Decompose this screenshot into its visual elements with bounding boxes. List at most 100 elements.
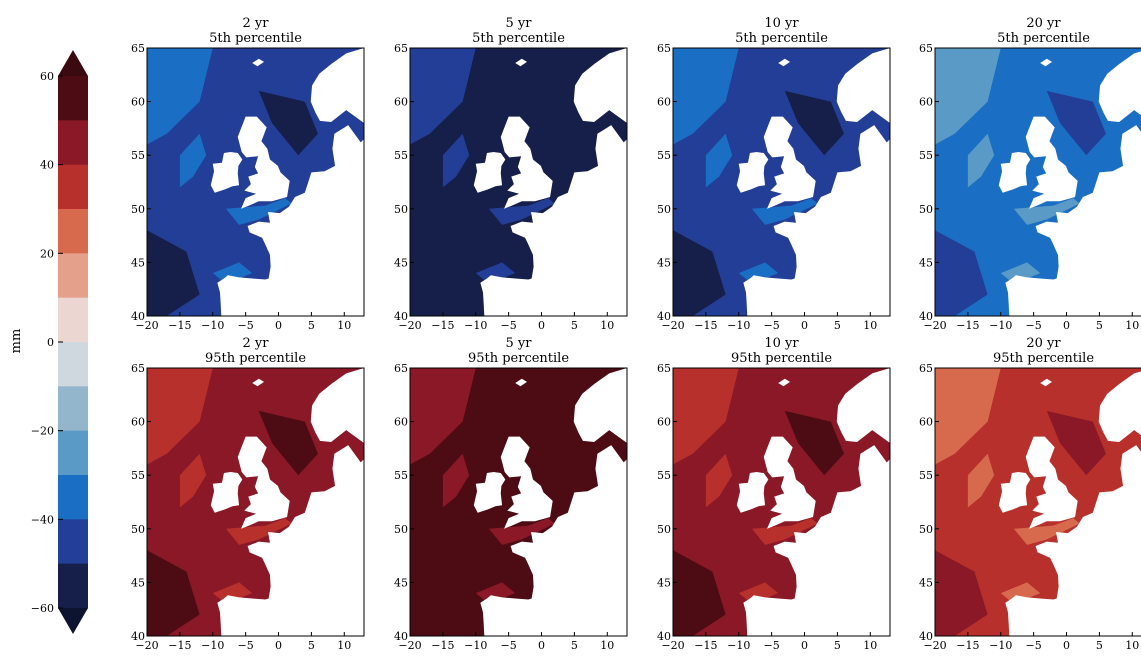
y-tick-label: 55 (657, 469, 671, 482)
x-tick-label: −20 (923, 319, 946, 332)
panel-frame (672, 47, 891, 317)
x-tick-label: −5 (238, 639, 254, 652)
panel-title-period: 2 yr (243, 16, 270, 31)
ocean-field-region-northsea (521, 410, 581, 476)
x-tick-label: −20 (661, 639, 684, 652)
land-continent (1005, 445, 1141, 636)
x-tick-label: −15 (431, 319, 454, 332)
ocean-field-region-biscay (212, 582, 253, 604)
ocean-field-region-southwest (935, 550, 988, 636)
y-tick-label: 40 (394, 310, 408, 323)
land-faroes (778, 58, 791, 67)
y-tick-label: 60 (919, 416, 933, 429)
ocean-field-region-rockall (967, 453, 995, 508)
x-tick-label: −20 (135, 639, 158, 652)
x-tick-label: 0 (538, 319, 545, 332)
x-tick-label: −20 (135, 319, 158, 332)
colorbar-bin-4 (58, 253, 88, 299)
x-tick-label: 10 (863, 639, 877, 652)
x-tick-label: −15 (694, 639, 717, 652)
x-tick-label: 0 (801, 319, 808, 332)
ocean-field-region-southwest (410, 230, 463, 316)
land-ireland (736, 471, 769, 513)
land-great-britain (500, 116, 553, 209)
x-tick-label: −10 (201, 639, 224, 652)
ocean-field-region-channel (225, 198, 292, 225)
ocean-field-region-southwest (147, 550, 200, 636)
colorbar-bin-10 (58, 519, 88, 565)
x-tick-label: −5 (1026, 639, 1042, 652)
x-tick-label: −20 (398, 639, 421, 652)
colorbar-bin-2 (58, 164, 88, 210)
panel-title-percentile: 5th percentile (209, 31, 302, 46)
panel-frame (672, 367, 891, 637)
y-tick-label: 40 (657, 630, 671, 643)
land-norway (836, 368, 890, 444)
colorbar-tick-label: −60 (31, 602, 54, 615)
ocean-field-region-southwest (673, 230, 726, 316)
y-tick-label: 50 (394, 203, 408, 216)
land-norway (310, 368, 364, 444)
ocean-field-region-biscay (475, 582, 516, 604)
land-norway (836, 48, 890, 124)
ocean-field-region-northwest (410, 48, 476, 145)
y-tick-label: 50 (919, 203, 933, 216)
y-tick-label: 60 (919, 96, 933, 109)
panel-frame (146, 367, 365, 637)
y-tick-label: 60 (131, 416, 145, 429)
colorbar-bin-0 (58, 76, 88, 121)
land-faroes (252, 58, 265, 67)
land-ireland (998, 471, 1031, 513)
ocean-field-region-biscay (738, 262, 779, 284)
x-tick-label: −15 (431, 639, 454, 652)
ocean-field-region-southwest (935, 230, 988, 316)
x-tick-label: −5 (238, 319, 254, 332)
x-tick-label: −10 (989, 639, 1012, 652)
y-tick-label: 60 (131, 96, 145, 109)
x-tick-label: −5 (501, 639, 517, 652)
x-tick-label: −5 (1026, 319, 1042, 332)
panel-title-period: 10 yr (764, 16, 799, 31)
panel-title-period: 10 yr (764, 336, 799, 351)
y-tick-label: 65 (131, 362, 145, 375)
y-tick-label: 65 (919, 362, 933, 375)
x-tick-label: 5 (571, 319, 578, 332)
land-continent (480, 445, 627, 636)
colorbar-bin-11 (58, 563, 88, 609)
land-great-britain (500, 436, 553, 529)
x-tick-label: 5 (1096, 639, 1103, 652)
colorbar-bin-9 (58, 475, 88, 520)
panel-title-period: 20 yr (1026, 16, 1061, 31)
y-tick-label: 55 (394, 149, 408, 162)
x-tick-label: 0 (801, 639, 808, 652)
y-tick-label: 55 (131, 149, 145, 162)
y-tick-label: 55 (394, 469, 408, 482)
ocean-field-region-channel (1013, 198, 1080, 225)
x-tick-label: 0 (275, 639, 282, 652)
x-tick-label: 10 (337, 319, 351, 332)
y-tick-label: 60 (394, 96, 408, 109)
ocean-field-region-channel (488, 518, 555, 545)
x-tick-label: 10 (1125, 639, 1139, 652)
colorbar-bin-7 (58, 386, 88, 432)
x-tick-label: 10 (1125, 319, 1139, 332)
y-tick-label: 55 (131, 469, 145, 482)
ocean-field-region-rockall (442, 453, 470, 508)
colorbar-bin-3 (58, 209, 88, 254)
y-tick-label: 45 (919, 576, 933, 589)
ocean-field-region-southwest (147, 230, 200, 316)
panel-title-percentile: 95th percentile (731, 351, 832, 366)
x-tick-label: 5 (834, 319, 841, 332)
panel-title-percentile: 95th percentile (205, 351, 306, 366)
ocean-field-region-northsea (1046, 90, 1106, 156)
ocean-field-region-southwest (410, 550, 463, 636)
land-norway (1098, 51, 1141, 122)
x-tick-label: −15 (956, 319, 979, 332)
land-ireland (210, 151, 243, 193)
x-tick-label: 5 (1096, 319, 1103, 332)
ocean-field-region-biscay (1000, 582, 1041, 604)
x-tick-label: 10 (600, 319, 614, 332)
y-tick-label: 50 (131, 523, 145, 536)
